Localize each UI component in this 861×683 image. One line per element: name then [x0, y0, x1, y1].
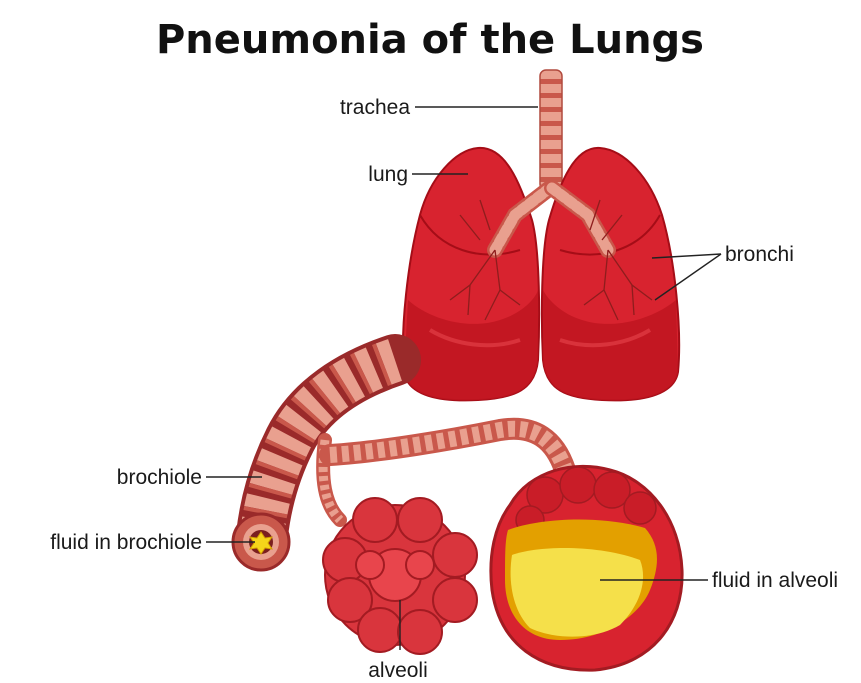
- right-lung-illustration: [542, 148, 679, 400]
- trachea-illustration: [540, 70, 562, 190]
- label-lung: lung: [368, 163, 408, 186]
- left-lung-illustration: [403, 148, 539, 400]
- label-bronchi: bronchi: [725, 243, 794, 266]
- label-trachea: trachea: [340, 96, 410, 119]
- diagram-title: Pneumonia of the Lungs: [156, 17, 704, 63]
- label-fluid-in-alveoli: fluid in alveoli: [712, 569, 838, 592]
- fluid-filled-alveoli-illustration: [491, 466, 682, 670]
- label-bronchiole: brochiole: [117, 466, 202, 489]
- label-alveoli: alveoli: [368, 659, 428, 682]
- label-fluid-in-bronchiole: fluid in brochiole: [50, 531, 202, 554]
